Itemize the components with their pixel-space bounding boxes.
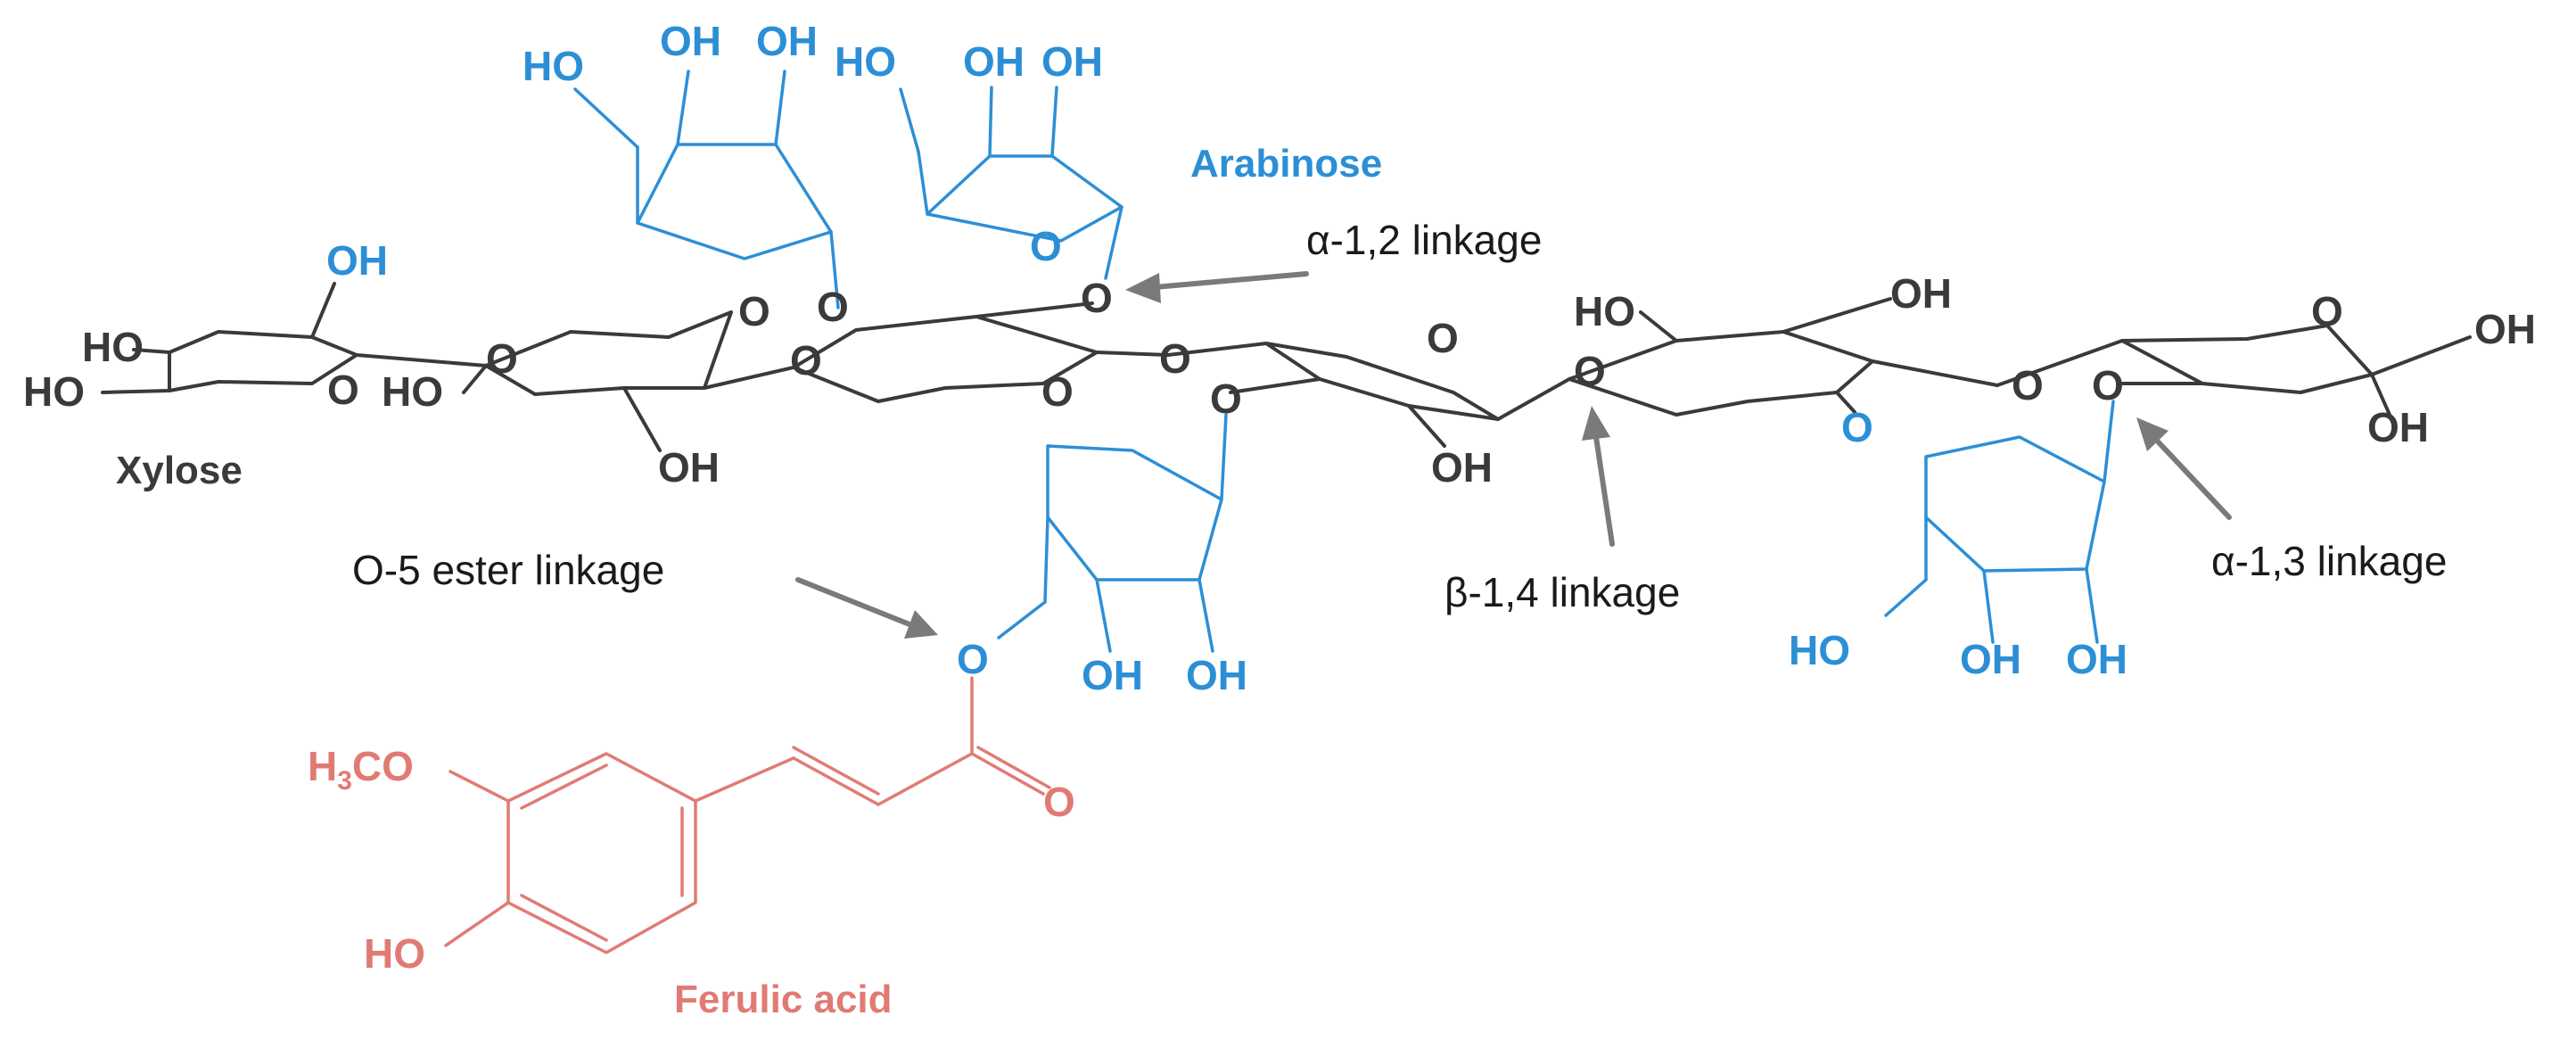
arabinose-oh-label: OH [1082,652,1143,698]
xylose-oh-label: OH [1890,270,1952,317]
arabinose-oh-label: OH [963,38,1025,85]
alpha12-linkage-label: α-1,2 linkage [1306,217,1542,263]
alpha13-arrowhead [2136,417,2169,451]
xylose-atom-labels: OH HO HO O O O HO OH O O O O O O O OH O … [23,237,2536,491]
glycosidic-oxygen-label: O [790,337,822,384]
ring-oxygen-label: O [1041,368,1074,415]
alpha12-arrowhead [1125,273,1161,303]
carbonyl-oxygen-label: O [1043,779,1075,825]
linkage-arrows [795,271,2232,639]
o5-ester-arrowhead [904,610,938,639]
glycosidic-oxygen-label: O [2092,362,2124,408]
xylose-ho-label: HO [23,368,85,415]
xylose-oh-label: OH [658,444,720,491]
arabinose-atom-labels: HO OH OH HO OH OH O OH OH O HO OH OH [523,18,2127,698]
beta14-arrowhead [1582,406,1610,441]
xylose-oh-label: OH [1431,444,1493,491]
glycosidic-oxygen-label: O [1574,348,1606,394]
beta14-linkage-label: β-1,4 linkage [1444,569,1680,615]
arabinose-oh-label: OH [2066,636,2127,682]
xylose-ho-label: HO [82,324,144,370]
methoxy-label: H3CO [308,743,414,796]
ring-oxygen-label: O [2311,288,2343,334]
arabinose-oh-label: OH [1960,636,2021,682]
molecule-names: Xylose Arabinose Ferulic acid [116,142,1382,1021]
arabinose-oh-label: OH [1186,652,1247,698]
arabinose-oh-label: OH [660,18,721,64]
ferulic-acid-name: Ferulic acid [674,978,893,1021]
xylose-oh-label: OH [2367,404,2429,450]
glycosidic-oxygen-label: O [1081,275,1113,321]
arabinose-ho-label: HO [1789,627,1850,673]
arabinose-oh-label: OH [1041,38,1103,85]
glycosidic-oxygen-label: O [817,284,849,330]
alpha13-linkage-label: α-1,3 linkage [2211,538,2447,584]
glycosidic-oxygen-label: O [486,335,518,382]
arabinose-ho-label: HO [835,38,896,85]
ferulic-acid-bonds [444,676,1051,954]
xylose-ho-label: HO [382,368,443,415]
glycosidic-oxygen-label: O [1159,335,1191,382]
alpha13-arrow [2155,439,2232,520]
arabinose-bonds [573,70,2115,653]
arabinose-ring-oxygen-label: O [1030,223,1062,269]
glycosidic-oxygen-label: O [2012,362,2044,408]
xylose-backbone-bonds [101,282,2472,452]
ring-oxygen-label: O [1427,315,1459,361]
ring-oxygen-label: O [327,367,359,413]
beta14-arrow [1593,434,1615,547]
xylose-oh-label: OH [326,237,388,284]
xylose-name: Xylose [116,449,243,492]
linkage-labels: α-1,2 linkage α-1,3 linkage β-1,4 linkag… [352,217,2447,615]
o5-ester-linkage-label: O-5 ester linkage [352,547,664,593]
glycosidic-oxygen-label: O [1210,375,1242,422]
alpha12-arrow [1152,271,1309,290]
arabinose-oh-label: OH [756,18,818,64]
ring-oxygen-label: O [738,288,770,334]
xylose-ho-label: HO [1574,288,1635,334]
arabinose-name: Arabinose [1190,142,1382,186]
arabinose-ho-label: HO [523,43,584,89]
ferulic-ho-label: HO [364,930,425,977]
xylose-oh-label: OH [2474,306,2536,352]
ring-oxygen-label: O [1841,404,1873,450]
o5-ester-arrow [795,577,912,627]
ester-oxygen-label: O [957,636,989,682]
ferulic-atom-labels: O H3CO HO [308,743,1075,977]
